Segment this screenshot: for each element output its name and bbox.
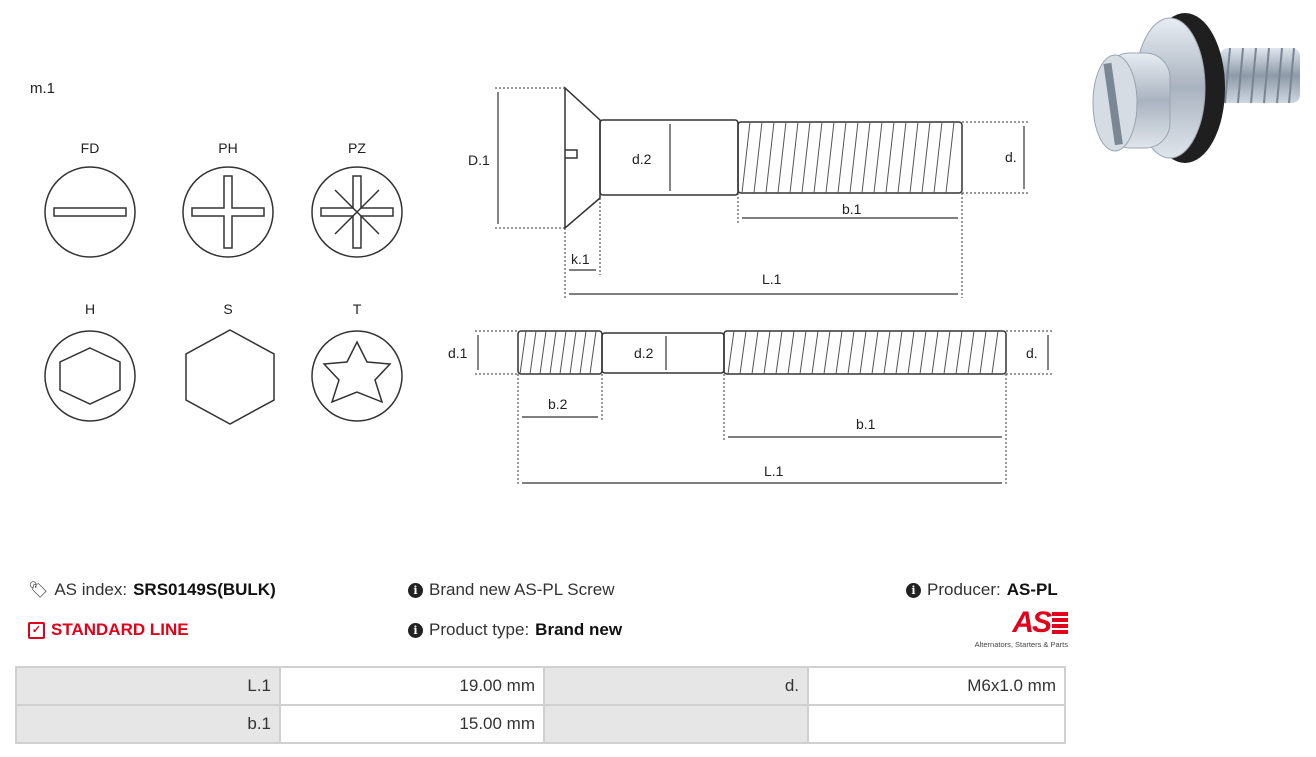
dim-label-d1: d.1	[448, 345, 468, 361]
dim-label-b2: b.2	[548, 396, 568, 412]
head-type-label-pz: PZ	[348, 140, 366, 156]
description-text: Brand new AS-PL Screw	[429, 580, 615, 599]
screw-dimension-diagram: D.1 d.2 d. b.1 k.1 L.1	[468, 86, 1028, 298]
as-index-label: AS index:	[54, 580, 128, 599]
as-index-value: SRS0149S(BULK)	[133, 580, 276, 599]
as-pl-logo: AS Alternators, Starters & Parts	[962, 608, 1068, 649]
standard-line-badge: ✓ STANDARD LINE	[28, 620, 189, 640]
info-icon: i	[906, 582, 921, 598]
spec-value: M6x1.0 mm	[807, 666, 1066, 706]
info-icon: i	[408, 622, 423, 638]
as-index: 🏷 AS index: SRS0149S(BULK)	[28, 580, 276, 600]
producer-row: i Producer: AS-PL	[906, 580, 1058, 600]
spec-key: d.	[543, 666, 809, 706]
specs-table: L.1 19.00 mm d. M6x1.0 mm b.1 15.00 mm	[15, 666, 1066, 744]
logo-stripes	[1052, 612, 1068, 634]
head-type-label-s: S	[223, 301, 232, 317]
dim-label-L1: L.1	[762, 271, 782, 287]
product-type-row: i Product type: Brand new	[408, 620, 622, 640]
stud-dimension-diagram: d.1 d.2 d. b.2 b.1 L.1	[448, 330, 1052, 485]
spec-key: b.1	[15, 704, 281, 744]
product-type-label: Product type:	[429, 620, 530, 639]
dim-label-d2: d.2	[632, 151, 652, 167]
standard-line-label: STANDARD LINE	[51, 620, 189, 639]
head-type-label-t: T	[353, 301, 362, 317]
spec-value: 15.00 mm	[279, 704, 545, 744]
torx-head-icon	[311, 330, 403, 422]
description-row: i Brand new AS-PL Screw	[408, 580, 615, 600]
head-type-label-h: H	[85, 301, 95, 317]
tags-icon: 🏷	[28, 582, 49, 599]
logo-tagline: Alternators, Starters & Parts	[974, 640, 1068, 649]
spec-key: L.1	[15, 666, 281, 706]
table-row: L.1 19.00 mm d. M6x1.0 mm	[15, 666, 1066, 706]
dim-label-k1: k.1	[571, 251, 590, 267]
producer-label: Producer:	[927, 580, 1001, 599]
dim-label-d2: d.2	[634, 345, 654, 361]
product-photo	[1092, 13, 1300, 163]
dim-label-d: d.	[1005, 149, 1017, 165]
product-type-value: Brand new	[535, 620, 623, 639]
dim-label-b1: b.1	[842, 201, 862, 217]
spec-key	[543, 704, 809, 744]
hex-socket-head-icon	[44, 330, 136, 422]
dim-label-d: d.	[1026, 345, 1038, 361]
logo-text: AS	[1012, 606, 1052, 639]
table-row: b.1 15.00 mm	[15, 704, 1066, 744]
spec-value	[807, 704, 1066, 744]
head-types-diagram: FD PH PZ H S T	[44, 140, 403, 425]
dim-label-L1: L.1	[764, 463, 784, 479]
dim-label-D1: D.1	[468, 152, 490, 168]
info-icon: i	[408, 582, 423, 598]
spec-value: 19.00 mm	[279, 666, 545, 706]
pozidriv-head-icon	[311, 166, 403, 258]
head-type-label-ph: PH	[218, 140, 237, 156]
phillips-head-icon	[182, 166, 274, 258]
model-label: m.1	[30, 80, 56, 97]
slotted-head-icon	[44, 166, 136, 258]
head-type-label-fd: FD	[81, 140, 100, 156]
hex-head-icon	[185, 329, 275, 425]
producer-value: AS-PL	[1006, 580, 1058, 599]
checkbox-icon: ✓	[28, 621, 45, 639]
dim-label-b1: b.1	[856, 416, 876, 432]
